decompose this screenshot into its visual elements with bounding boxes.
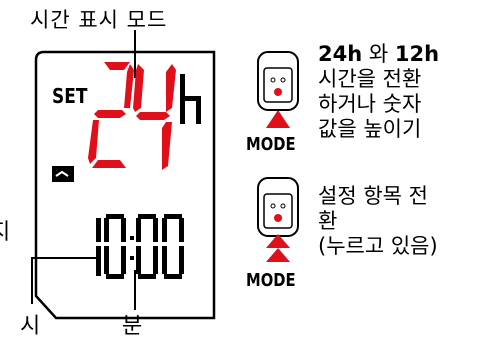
hour-callout-line (32, 258, 100, 304)
minute-label: 분 (122, 308, 142, 340)
action-2-description: 설정 항목 전 환 (누르고 있음) (318, 184, 438, 259)
alarm-flag-icon (52, 166, 74, 182)
format-12h: 12h (395, 42, 439, 66)
action-1-description: 24h 와 12h 시간을 전환 하거나 숫자 값을 높이기 (318, 42, 439, 142)
action-2-line-3: (누르고 있음) (318, 234, 438, 259)
clock-digits-1000 (96, 214, 184, 279)
device-icon-1 (258, 52, 298, 128)
format-24h: 24h (318, 42, 362, 66)
set-indicator: SET (52, 84, 87, 108)
device-icon-2 (258, 178, 298, 262)
hour-label: 시 (20, 308, 40, 340)
mode-button-label-1: MODE (246, 134, 296, 155)
action-2-line-2: 환 (318, 209, 438, 234)
hour-unit-h (180, 74, 201, 124)
action-1-line-3: 하거나 숫자 (318, 92, 439, 117)
action-2-line-1: 설정 항목 전 (318, 184, 438, 209)
conjunction: 와 (362, 42, 395, 66)
action-1-line-2: 시간을 전환 (318, 67, 439, 92)
hour-format-digits-24 (88, 62, 176, 170)
mode-button-label-2: MODE (246, 270, 296, 291)
action-1-line-4: 값을 높이기 (318, 117, 439, 142)
